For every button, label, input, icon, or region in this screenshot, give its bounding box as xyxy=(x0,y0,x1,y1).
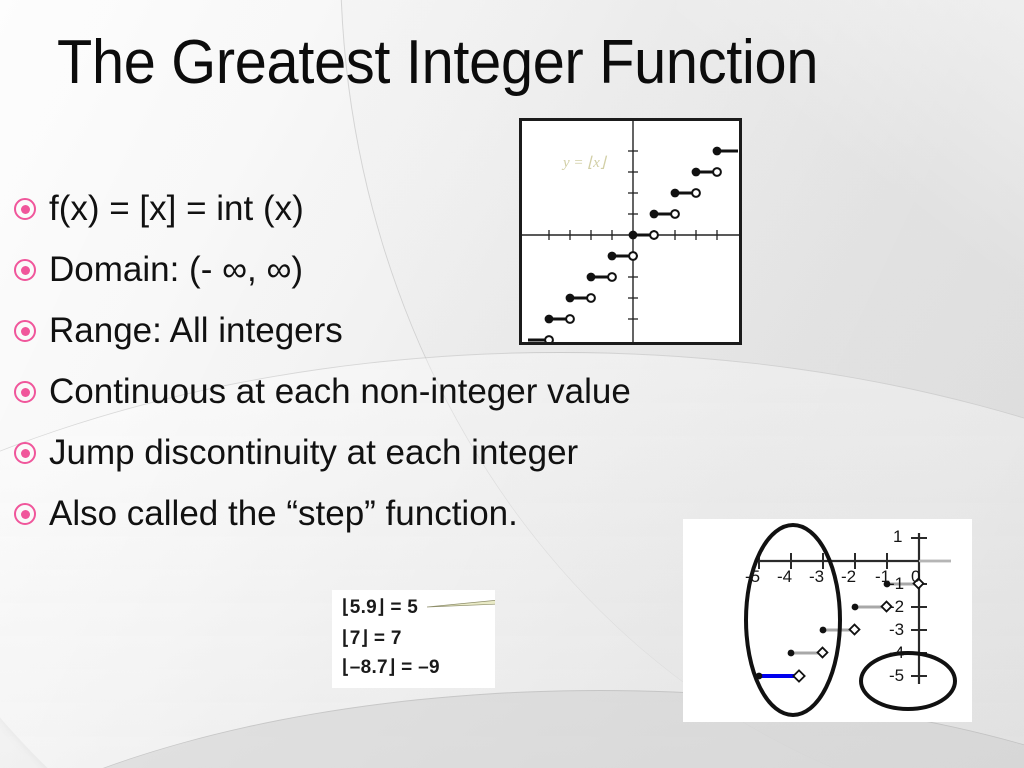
y-tick-label: -2 xyxy=(889,597,905,616)
x-tick-label: -4 xyxy=(777,567,793,586)
x-tick-label: -1 xyxy=(875,567,891,586)
formula-line-3: ⌊–8.7⌋ = –9 xyxy=(342,657,440,678)
y-tick-label: -3 xyxy=(889,620,905,639)
list-item: Also called the “step” function. xyxy=(14,491,804,552)
floor-function-graph: y = ⌊x⌋ xyxy=(519,118,742,345)
list-item: f(x) = [x] = int (x) xyxy=(14,186,804,247)
y-tick-label: -4 xyxy=(889,643,905,662)
ring-dot-bullet-icon xyxy=(14,259,36,281)
bullet-text: Continuous at each non-integer value xyxy=(49,372,631,411)
list-item: Domain: (- ∞, ∞) xyxy=(14,247,804,308)
bullet-text: Range: All integers xyxy=(49,311,343,350)
x-tick-label: 0 xyxy=(911,567,921,586)
list-item: Continuous at each non-integer value xyxy=(14,369,804,430)
domain-oval-annotation xyxy=(744,523,842,717)
floor-function-negative-branch-graph: -5 -4 -3 -2 -1 0 1 -1 -2 -3 -4 -5 xyxy=(683,519,972,722)
x-tick-label: -2 xyxy=(841,567,857,586)
y-tick-label: -5 xyxy=(889,666,905,685)
pointer-arrow-icon xyxy=(427,600,495,608)
list-item: Range: All integers xyxy=(14,308,804,369)
bullet-text: Jump discontinuity at each integer xyxy=(49,433,579,472)
page-title: The Greatest Integer Function xyxy=(57,28,819,97)
ring-dot-bullet-icon xyxy=(14,442,36,464)
bullet-list: f(x) = [x] = int (x) Domain: (- ∞, ∞) Ra… xyxy=(14,186,804,552)
x-axis-ticks xyxy=(758,553,888,569)
y-tick-label: -1 xyxy=(889,574,905,593)
bullet-text: f(x) = [x] = int (x) xyxy=(49,189,304,228)
ring-dot-bullet-icon xyxy=(14,503,36,525)
ring-dot-bullet-icon xyxy=(14,198,36,220)
y-tick-label: 1 xyxy=(893,527,903,546)
range-oval-annotation xyxy=(859,651,957,711)
floor-function-plot: y = ⌊x⌋ xyxy=(522,121,739,342)
open-endpoints xyxy=(792,577,925,683)
x-tick-label: -5 xyxy=(745,567,761,586)
negative-branch-plot xyxy=(744,523,957,717)
bullet-text: Domain: (- ∞, ∞) xyxy=(49,250,304,289)
ring-dot-bullet-icon xyxy=(14,381,36,403)
formula-line-2: ⌊7⌋ = 7 xyxy=(342,628,402,649)
bullet-text: Also called the “step” function. xyxy=(49,494,518,533)
open-endpoints xyxy=(544,167,722,342)
list-item: Jump discontinuity at each integer xyxy=(14,430,804,491)
floor-examples-box: ⌊5.9⌋ = 5 ⌊7⌋ = 7 ⌊–8.7⌋ = –9 xyxy=(332,590,495,688)
closed-endpoints xyxy=(544,146,722,324)
ring-dot-bullet-icon xyxy=(14,320,36,342)
graph-equation-label: y = ⌊x⌋ xyxy=(561,155,608,171)
x-tick-label: -3 xyxy=(809,567,825,586)
formula-line-1: ⌊5.9⌋ = 5 xyxy=(342,597,419,618)
